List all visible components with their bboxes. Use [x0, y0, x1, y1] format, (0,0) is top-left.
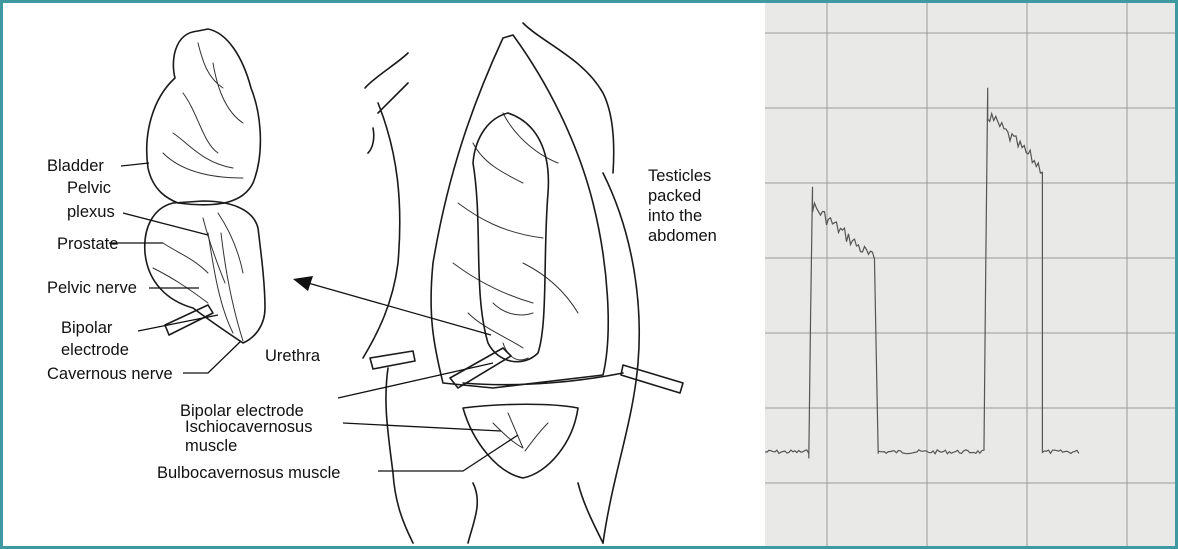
- label-pelvic-plexus-1: Pelvic: [67, 179, 111, 197]
- anatomical-illustration: Bladder Pelvic plexus Prostate Pelvic ne…: [3, 3, 765, 546]
- label-testicles-4: abdomen: [648, 227, 717, 245]
- label-testicles-2: packed: [648, 187, 701, 205]
- label-prostate: Prostate: [57, 235, 118, 253]
- label-testicles-3: into the: [648, 207, 702, 225]
- label-ischiocavernosus-1: Ischiocavernosus: [185, 418, 312, 436]
- label-pelvic-nerve: Pelvic nerve: [47, 279, 137, 297]
- center-leader-lines: [338, 363, 518, 471]
- pressure-trace-panel: [765, 3, 1175, 546]
- prostate-drawing: [145, 201, 265, 343]
- left-electrode-drawing: [165, 233, 243, 341]
- label-ischiocavernosus-2: muscle: [185, 437, 237, 455]
- label-urethra: Urethra: [265, 347, 321, 365]
- surgical-field-drawing: [363, 23, 683, 543]
- label-cavernous-nerve: Cavernous nerve: [47, 365, 173, 383]
- pointer-arrow: [293, 276, 491, 335]
- label-bladder: Bladder: [47, 157, 104, 175]
- label-bulbocavernosus: Bulbocavernosus muscle: [157, 464, 340, 482]
- label-bipolar-electrode-left-2: electrode: [61, 341, 129, 359]
- label-bipolar-electrode-left-1: Bipolar: [61, 319, 113, 337]
- bladder-drawing: [147, 29, 261, 205]
- label-pelvic-plexus-2: plexus: [67, 203, 115, 221]
- label-testicles-1: Testicles: [648, 167, 711, 185]
